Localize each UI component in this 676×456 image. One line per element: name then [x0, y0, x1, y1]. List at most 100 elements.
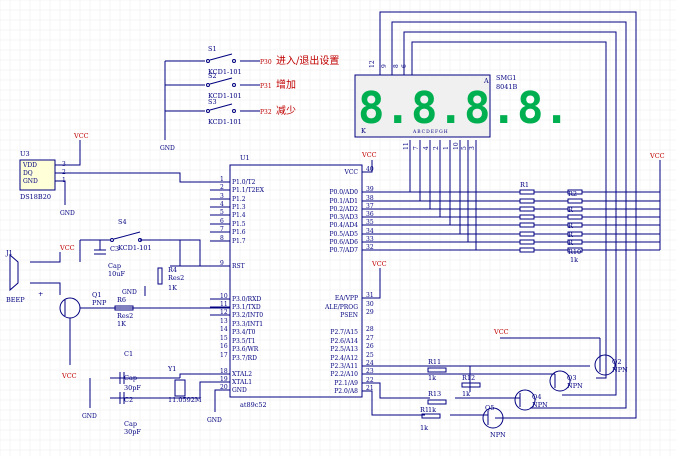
r6-type: Res2	[117, 312, 133, 320]
u1-pin-label: P2.0/A8	[334, 388, 358, 395]
u1-pin-label: P1.3	[232, 204, 246, 211]
s3-net: P32	[260, 109, 272, 116]
q3-type: NPN	[567, 382, 583, 390]
c1-val: 30pF	[124, 384, 141, 392]
j1-part: BEEP	[6, 296, 25, 304]
j1-ref: J1	[5, 249, 13, 257]
u1-pin-number: 38	[366, 195, 374, 202]
vcc-rst: VCC	[59, 244, 75, 252]
r14-val: 1k	[420, 424, 428, 432]
u1-pin-label: P0.0/AD0	[329, 189, 358, 196]
u1-pin-number: 20	[220, 384, 228, 391]
u3-pin-number: 1	[62, 177, 66, 184]
r6-ref: R6	[117, 296, 126, 304]
r-ref: R	[568, 239, 574, 247]
u1-pin-label: P2.6/A14	[330, 338, 358, 345]
u1-ref: U1	[240, 154, 250, 162]
s3-part: KCD1-101	[208, 118, 242, 126]
r1-ref: R1	[520, 181, 529, 189]
smg-top-pin-number: 6	[401, 64, 408, 68]
u1-pin-number: 6	[220, 218, 224, 225]
segment-resistor	[519, 247, 535, 253]
u1-pin-number: 35	[366, 219, 374, 226]
c2-ref: C2	[124, 396, 133, 404]
u1-pin-label: GND	[232, 387, 247, 394]
u3-pin-number: 3	[62, 161, 66, 168]
q2-ref: Q2	[612, 358, 621, 366]
u1-pin-label: P0.3/AD3	[329, 214, 358, 221]
u3-pin-label: DQ	[23, 170, 33, 177]
u1-pin-number: 32	[366, 244, 374, 251]
q1-type: PNP	[92, 299, 107, 307]
u3-ref: U3	[20, 150, 30, 158]
segment-resistor	[519, 222, 535, 228]
vcc-q1: VCC	[61, 372, 77, 380]
u1-pin-label: P0.2/AD2	[329, 206, 358, 213]
u3-pin-number: 2	[62, 169, 66, 176]
c3-ref: C3	[110, 245, 119, 253]
u1-pin-label: VCC	[343, 169, 358, 176]
u1-pin-number: 18	[220, 368, 228, 375]
q5-ref: Q5	[485, 404, 494, 412]
r14-body	[421, 413, 441, 419]
smg-part: 8041B	[496, 83, 518, 91]
u1-pin-label: P1.5	[232, 221, 246, 228]
segment-resistor	[567, 247, 583, 253]
s4-part: KCD1-101	[118, 244, 152, 252]
u1-pin-label: P2.7/A15	[330, 329, 358, 336]
c2-label: Cap	[124, 420, 137, 428]
r10-val: 1k	[570, 256, 578, 264]
u1-pin-label: P3.6/WR	[232, 346, 259, 353]
r6-val: 1K	[117, 320, 126, 328]
u1-pin-label: P0.1/AD1	[329, 198, 358, 205]
segment-resistor	[519, 206, 535, 212]
u3-part: DS18B20	[20, 193, 51, 201]
segment-resistor	[567, 198, 583, 204]
u1-part: at89c52	[240, 401, 267, 409]
u1-pin-number: 33	[366, 236, 374, 243]
s3-function: 减少	[276, 105, 296, 117]
u1-pin-label: P1.6	[232, 229, 246, 236]
u1-pin-number: 22	[366, 377, 374, 384]
u1-pin-label: P3.2/INT0	[232, 312, 263, 319]
u1-pin-number: 27	[366, 335, 374, 342]
r12-body	[461, 382, 481, 388]
u1-pin-number: 17	[220, 352, 228, 359]
u1-pin-label: P3.5/T1	[232, 338, 255, 345]
rst-gnd: GND	[122, 289, 137, 296]
u1-pin-number: 13	[220, 318, 228, 325]
r13-ref: R13	[428, 390, 441, 398]
r-ref: R	[568, 206, 574, 214]
u1-pin-number: 26	[366, 343, 374, 350]
smg-bottom-pin-number: 5	[461, 146, 468, 150]
smg-ref: SMG1	[496, 74, 516, 82]
power-symbols: VCC VCC VCC VCC VCC VCC VCC GND GND GND …	[59, 132, 665, 424]
s2-net: P31	[260, 83, 272, 90]
u3-pin-label: VDD	[22, 162, 37, 169]
u1-pin-number: 2	[220, 184, 224, 191]
seg-k: K	[361, 127, 366, 135]
q3-ref: Q3	[567, 374, 576, 382]
u1-pin-number: 3	[220, 193, 224, 200]
r2-ref: R2	[568, 190, 577, 198]
s1-net: P30	[260, 59, 272, 66]
q4-type: NPN	[532, 401, 548, 409]
segment-resistor	[567, 189, 583, 195]
u1-pin-number: 39	[366, 186, 374, 193]
crystal-circuit: C1 Cap 30pF C2 Cap 30pF Y1 11.0592M	[119, 350, 202, 436]
buzzer-circuit: J1 BEEP + Q1 PNP R6 Res2 1K	[5, 249, 134, 328]
display-digits: 8.8.8.8.	[358, 83, 570, 134]
u1-pin-number: 23	[366, 368, 374, 375]
s4-ref: S4	[118, 218, 127, 226]
segment-resistor	[567, 206, 583, 212]
left-pin-group: P1.0/T21P1.1/T2EX2P1.23P1.34P1.45P1.56P1…	[220, 176, 265, 394]
u1-pin-label: EA/VPP	[335, 295, 358, 302]
u1-pin-number: 36	[366, 211, 374, 218]
switch-s1: S1 KCD1-101 P30 进入/退出设置	[206, 45, 339, 76]
s1-ref: S1	[208, 45, 217, 53]
u1-pin-number: 15	[220, 335, 228, 342]
buzzer-plus: +	[38, 290, 43, 298]
